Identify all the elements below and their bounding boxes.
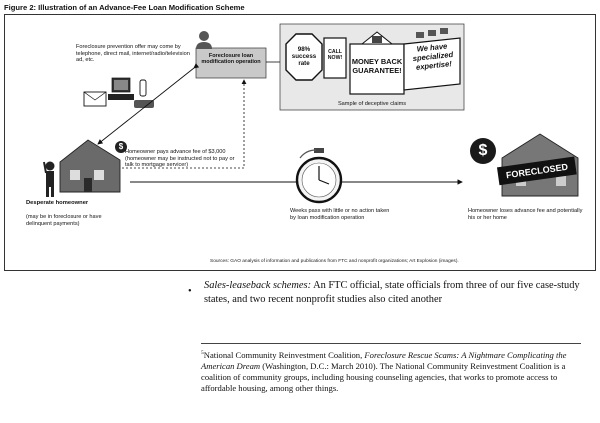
loss-text: Homeowner loses advance fee and potentia… bbox=[468, 208, 583, 221]
footnote-title: Foreclosure Rescue Scams: A Nightmare Co… bbox=[201, 349, 567, 372]
footnote: 5National Community Reinvestment Coaliti… bbox=[201, 348, 585, 395]
call-now-sign bbox=[323, 37, 347, 79]
dollar-fee-icon bbox=[115, 141, 127, 153]
telephone-icon bbox=[139, 79, 147, 97]
computer-icon bbox=[108, 77, 134, 100]
footnote-rest: (Washington, D.C.: March 2010). The Nati… bbox=[201, 361, 566, 394]
success-rate-text: 98% success rate bbox=[291, 46, 317, 67]
body-text: An FTC official, state officials from th… bbox=[204, 280, 580, 305]
body-lead: Sales-leaseback schemes: bbox=[204, 280, 312, 291]
money-back-text: MONEY BACK GUARANTEE! bbox=[351, 57, 403, 75]
call-now-text: CALL NOW! bbox=[327, 49, 343, 62]
footnote-marker: 5 bbox=[201, 350, 204, 356]
diagram-graphics bbox=[43, 23, 579, 204]
operation-label: Foreclosure loan modification operation bbox=[201, 53, 261, 66]
operator-person-icon bbox=[196, 31, 212, 49]
radio-icon bbox=[134, 100, 154, 108]
foreclosed-dollar-icon bbox=[470, 138, 496, 164]
homeowner-note: (may be in foreclosure or have delinquen… bbox=[26, 214, 102, 227]
foreclosed-dollar-symbol: $ bbox=[478, 142, 488, 159]
desperate-homeowner-icon bbox=[43, 161, 55, 197]
weeks-text: Weeks pass with little or no action take… bbox=[290, 208, 390, 221]
mail-icon bbox=[83, 91, 107, 107]
figure-title: Figure 2: Illustration of an Advance-Fee… bbox=[4, 3, 245, 12]
expertise-banner bbox=[403, 28, 461, 91]
fee-payment-arrow bbox=[122, 79, 247, 169]
fee-dollar-symbol: $ bbox=[118, 142, 124, 151]
foreclosed-sign bbox=[496, 156, 577, 186]
claims-caption: Sample of deceptive claims bbox=[337, 101, 407, 107]
offer-arrow bbox=[97, 63, 200, 145]
homeowner-house-icon bbox=[59, 139, 121, 193]
bullet-marker: • bbox=[188, 286, 192, 297]
offer-text: Foreclosure prevention offer may come by… bbox=[76, 44, 190, 64]
success-rate-sign bbox=[285, 33, 323, 81]
operation-box bbox=[195, 47, 267, 79]
footnote-rule bbox=[201, 343, 581, 344]
fee-text: Homeowner pays advance fee of $3,000 (ho… bbox=[125, 149, 235, 169]
homeowner-title: Desperate homeowner bbox=[26, 200, 89, 206]
footnote-org: National Community Reinvestment Coalitio… bbox=[203, 349, 365, 360]
figure-frame bbox=[4, 14, 596, 271]
money-back-sign bbox=[349, 31, 405, 95]
figure-source: Sources: GAO analysis of information and… bbox=[210, 259, 459, 264]
stopwatch-icon bbox=[295, 148, 343, 204]
body-paragraph: Sales-leaseback schemes: An FTC official… bbox=[204, 279, 582, 307]
